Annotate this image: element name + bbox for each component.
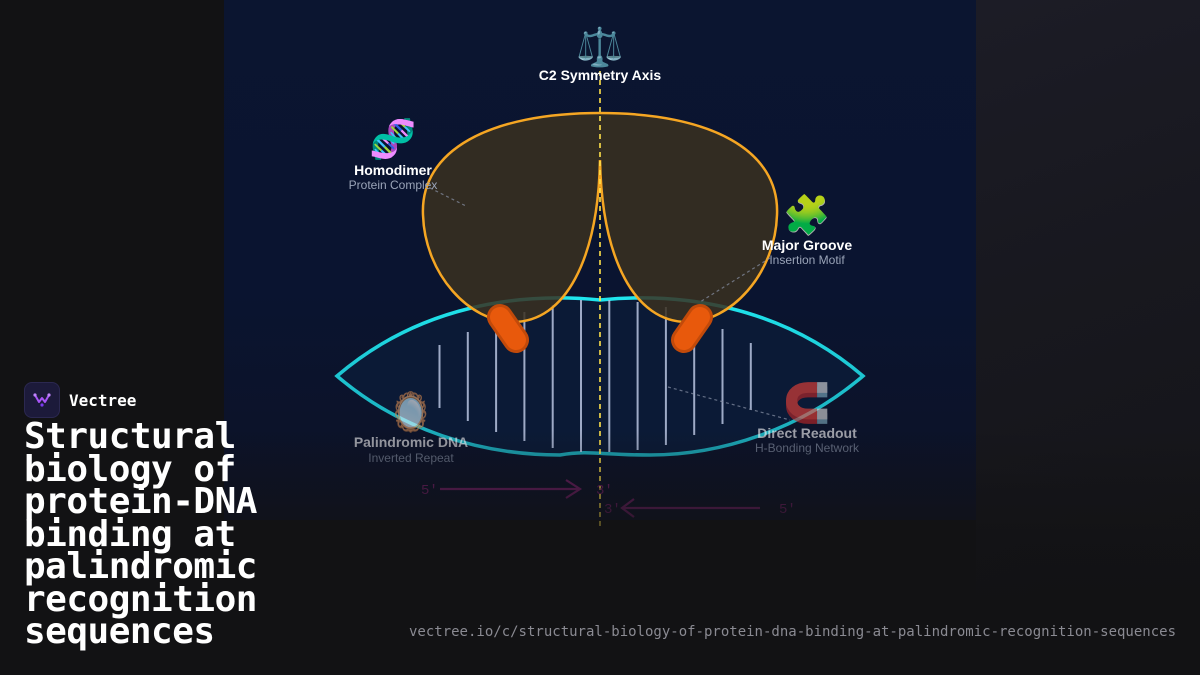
homodimer-title: Homodimer <box>354 162 432 178</box>
palindromic-title: Palindromic DNA <box>354 434 468 450</box>
leader-lines <box>429 187 791 421</box>
page-title: Structural biology of protein-DNA bindin… <box>24 416 257 652</box>
balance-scale-icon: ⚖️ <box>576 25 623 69</box>
magnet-icon: 🧲 <box>783 381 830 425</box>
strand-label-bottom-5: 5' <box>779 502 796 518</box>
strand-label-bottom-3: 3' <box>604 502 621 518</box>
homodimer-subtitle: Protein Complex <box>349 178 438 192</box>
vectree-logo-icon <box>24 382 60 418</box>
strand-label-top-5: 5' <box>421 483 438 499</box>
major-groove-subtitle: Insertion Motif <box>769 253 845 267</box>
brand[interactable]: Vectree <box>24 382 136 418</box>
puzzle-piece-icon: 🧩 <box>783 193 830 237</box>
readout-subtitle: H-Bonding Network <box>755 441 860 455</box>
page-url[interactable]: vectree.io/c/structural-biology-of-prote… <box>408 624 1176 640</box>
strand-label-top-3: 3' <box>596 483 613 499</box>
dna-icon: 🧬 <box>369 116 416 162</box>
axis-title: C2 Symmetry Axis <box>539 67 662 83</box>
palindromic-subtitle: Inverted Repeat <box>368 451 454 465</box>
major-groove-title: Major Groove <box>762 237 852 253</box>
base-pair-rungs <box>438 300 752 452</box>
protein-homodimer-outline <box>421 111 779 324</box>
brand-name: Vectree <box>69 390 137 410</box>
recognition-helix-left <box>487 304 529 353</box>
mirror-icon: 🪞 <box>387 390 434 434</box>
readout-title: Direct Readout <box>757 425 857 441</box>
recognition-helix-right <box>671 304 713 353</box>
